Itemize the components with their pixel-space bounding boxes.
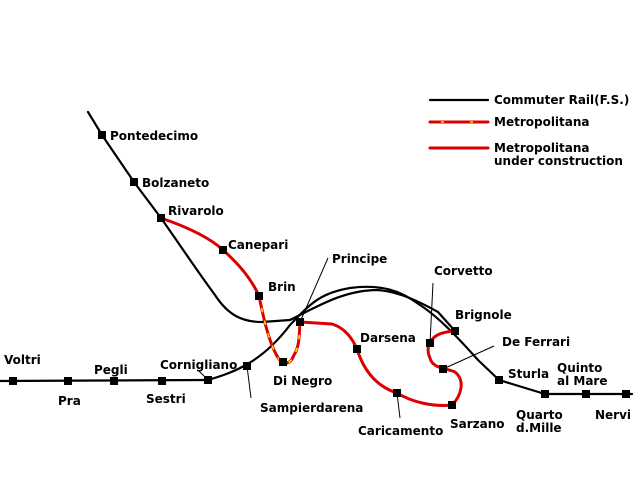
station-marker-brin[interactable]	[255, 292, 263, 300]
label-cornigliano: Cornigliano	[160, 358, 237, 372]
label-bolzaneto: Bolzaneto	[142, 176, 209, 190]
label-pegli: Pegli	[94, 363, 128, 377]
station-marker-bolzaneto[interactable]	[130, 178, 138, 186]
rail-line-north	[86, 110, 457, 333]
legend: Commuter Rail(F.S.) Metropolitana Metrop…	[428, 93, 629, 168]
label-quarto-line2: d.Mille	[516, 421, 562, 435]
station-marker-quarto[interactable]	[541, 390, 549, 398]
label-sampierdarena: Sampierdarena	[260, 401, 363, 415]
label-canepari: Canepari	[228, 238, 288, 252]
leader-sampierdarena	[246, 365, 252, 399]
station-marker-sturla[interactable]	[495, 376, 503, 384]
station-marker-nervi[interactable]	[622, 390, 630, 398]
label-de-ferrari: De Ferrari	[502, 335, 570, 349]
label-quinto-line2: al Mare	[557, 374, 607, 388]
station-marker-sarzano[interactable]	[448, 401, 456, 409]
station-marker-corvetto[interactable]	[426, 339, 434, 347]
leader-caricamento	[396, 392, 401, 419]
label-sarzano: Sarzano	[450, 417, 505, 431]
label-pra: Pra	[58, 394, 81, 408]
label-brin: Brin	[268, 280, 296, 294]
legend-construction-label-line1: Metropolitana	[494, 141, 590, 155]
label-quarto-line1: Quarto	[516, 408, 563, 422]
station-marker-voltri[interactable]	[9, 377, 17, 385]
station-marker-darsena[interactable]	[353, 345, 361, 353]
label-voltri: Voltri	[4, 353, 41, 367]
station-marker-caricamento[interactable]	[393, 389, 401, 397]
label-corvetto: Corvetto	[434, 264, 493, 278]
label-pontedecimo: Pontedecimo	[110, 129, 198, 143]
label-principe: Principe	[332, 252, 387, 266]
legend-metro-label: Metropolitana	[494, 115, 590, 129]
station-marker-quinto[interactable]	[582, 390, 590, 398]
label-nervi: Nervi	[595, 408, 631, 422]
station-marker-rivarolo[interactable]	[157, 214, 165, 222]
label-rivarolo: Rivarolo	[168, 204, 224, 218]
station-marker-di-negro[interactable]	[279, 358, 287, 366]
station-marker-pontedecimo[interactable]	[98, 131, 106, 139]
station-marker-principe[interactable]	[296, 318, 304, 326]
label-sturla: Sturla	[508, 367, 549, 381]
leader-principe	[299, 257, 329, 323]
station-marker-brignole[interactable]	[451, 327, 459, 335]
leader-corvetto	[429, 282, 434, 344]
station-marker-canepari[interactable]	[219, 246, 227, 254]
label-quinto-line1: Quinto	[557, 361, 602, 375]
station-marker-pra[interactable]	[64, 377, 72, 385]
label-brignole: Brignole	[455, 308, 512, 322]
label-sestri: Sestri	[146, 392, 186, 406]
legend-rail-label: Commuter Rail(F.S.)	[494, 93, 629, 107]
leader-de-ferrari	[442, 345, 495, 370]
station-marker-sestri[interactable]	[158, 377, 166, 385]
metro-line-construction-north	[159, 216, 261, 298]
station-marker-sampierdarena[interactable]	[243, 362, 251, 370]
label-darsena: Darsena	[360, 331, 416, 345]
station-marker-cornigliano[interactable]	[204, 376, 212, 384]
label-di-negro: Di Negro	[273, 374, 332, 388]
legend-construction-label-line2: under construction	[494, 154, 623, 168]
station-marker-de-ferrari[interactable]	[439, 365, 447, 373]
label-caricamento: Caricamento	[358, 424, 443, 438]
station-marker-pegli[interactable]	[110, 377, 118, 385]
